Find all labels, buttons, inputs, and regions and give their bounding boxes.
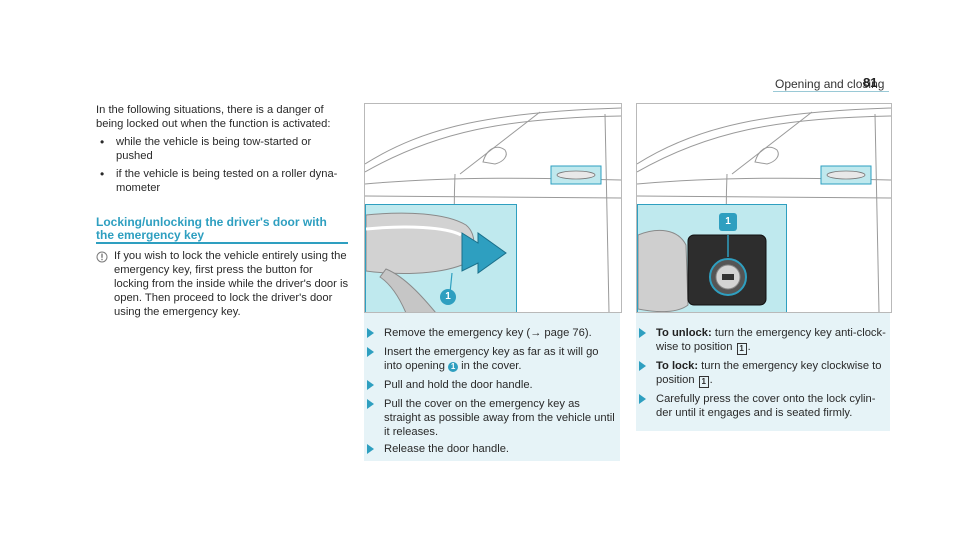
figure-lock-cylinder: 1 xyxy=(636,103,892,313)
intro-text: In the following situations, there is a … xyxy=(96,104,331,130)
info-note-icon xyxy=(96,251,108,263)
instructions-panel-middle xyxy=(364,313,620,461)
page-number: 81 xyxy=(863,75,878,90)
position-1-icon: 1 xyxy=(736,343,747,355)
step-arrow-icon xyxy=(639,361,646,371)
bullet-icon: • xyxy=(100,135,105,149)
header-rule xyxy=(773,91,889,92)
bullet-text: pushed xyxy=(116,150,153,162)
opening-callout-icon: 1 xyxy=(448,362,459,372)
cross-ref-arrow-icon: → xyxy=(530,327,542,339)
bullet-icon: • xyxy=(100,167,105,181)
section-rule xyxy=(96,242,348,244)
position-1-icon: 1 xyxy=(698,376,709,388)
step-arrow-icon xyxy=(367,444,374,454)
callout-badge: 1 xyxy=(440,289,456,305)
figure-remove-cover: 1 xyxy=(364,103,622,313)
step-arrow-icon xyxy=(367,328,374,338)
step-arrow-icon xyxy=(367,399,374,409)
step-arrow-icon xyxy=(367,380,374,390)
note-text: If you wish to lock the vehicle entirely… xyxy=(114,250,349,318)
position-marker-badge: 1 xyxy=(719,213,737,231)
bullet-text: mometer xyxy=(116,182,161,194)
page-header-title: Opening and closing xyxy=(775,77,885,91)
instructions-panel-right xyxy=(636,313,890,431)
step-arrow-icon xyxy=(367,347,374,357)
step-arrow-icon xyxy=(639,328,646,338)
bullet-text: while the vehicle is being tow-started o… xyxy=(116,136,312,148)
detail-inset: 1 xyxy=(637,204,787,312)
step-arrow-icon xyxy=(639,394,646,404)
section-title: Locking/unlocking the driver's door with… xyxy=(96,215,327,242)
bullet-text: if the vehicle is being tested on a roll… xyxy=(116,168,338,180)
detail-inset: 1 xyxy=(365,204,517,312)
